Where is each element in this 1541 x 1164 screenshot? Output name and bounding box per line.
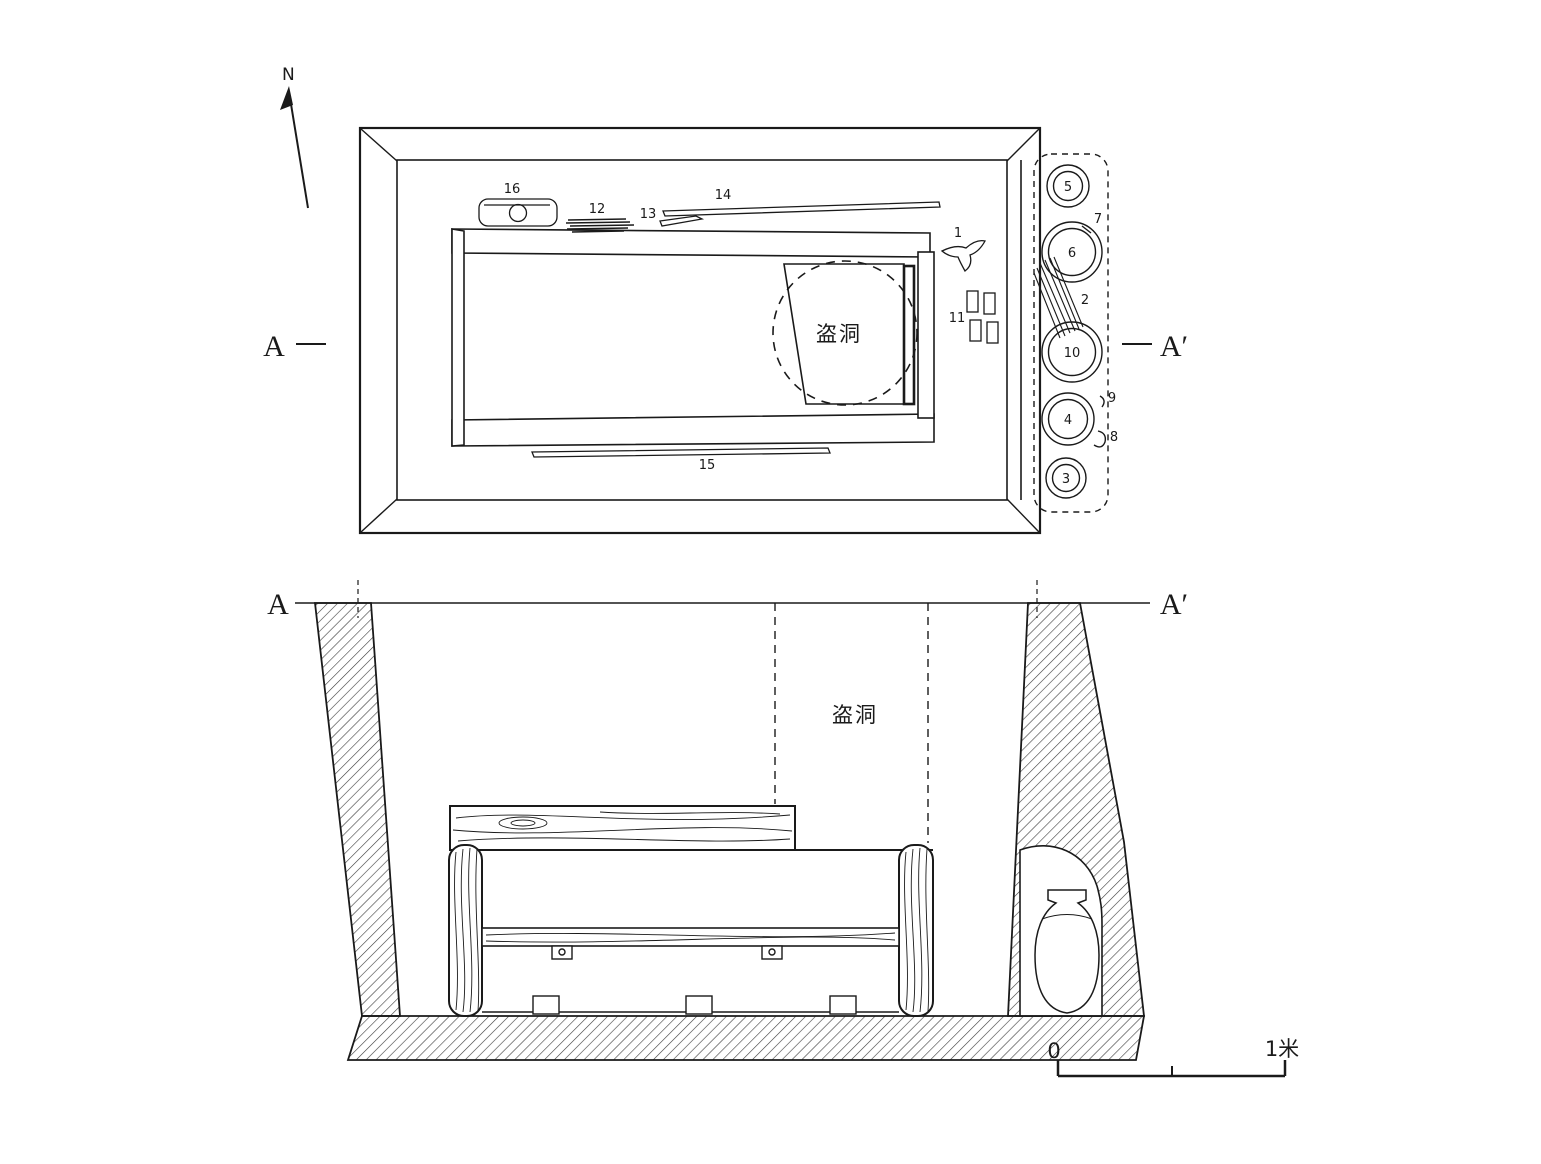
section-robber-hole: 盗洞 bbox=[774, 603, 929, 843]
plan-view: 盗洞 16 12 13 14 bbox=[263, 126, 1188, 535]
scale-zero-label: 0 bbox=[1047, 1039, 1060, 1063]
artifact-12-slips bbox=[565, 218, 635, 233]
vessel-circle-5: 5 bbox=[1046, 164, 1090, 208]
artifact-15-rod bbox=[531, 447, 831, 458]
floor-board-cleats bbox=[551, 945, 783, 960]
vessel-circle-3: 3 bbox=[1045, 457, 1087, 499]
section-label-right: A′ bbox=[1160, 588, 1188, 621]
plan-section-label-right: A′ bbox=[1160, 330, 1188, 363]
plan-section-label-left: A bbox=[263, 330, 285, 363]
north-arrow: N bbox=[280, 65, 309, 209]
vessel-circle-10: 10 bbox=[1041, 321, 1103, 383]
artifact-label-13: 13 bbox=[640, 207, 657, 222]
plan-coffin-east-plank bbox=[917, 251, 935, 419]
vessel-circle-6: 6 bbox=[1041, 221, 1103, 283]
section-wall-left bbox=[313, 602, 401, 1017]
pottery-vessel bbox=[1034, 889, 1100, 1014]
artifact-label-12: 12 bbox=[589, 202, 606, 217]
floor-board-grain bbox=[485, 932, 896, 943]
plan-artifacts: 16 12 13 14 1 bbox=[478, 182, 999, 473]
scale-meter-label: 1米 bbox=[1265, 1037, 1299, 1061]
vessel-circle-4: 4 bbox=[1041, 392, 1095, 446]
section-floor bbox=[346, 1015, 1146, 1061]
artifact-16-box bbox=[478, 198, 558, 227]
plan-coffin-west-plank bbox=[451, 228, 465, 447]
artifact-label-16: 16 bbox=[504, 182, 521, 197]
artifact-1-object bbox=[940, 240, 986, 272]
artifact-13-implement bbox=[659, 215, 705, 227]
svg-text:3: 3 bbox=[1062, 472, 1070, 487]
plan-robber-hole: 盗洞 bbox=[772, 260, 918, 406]
robber-hole-circle bbox=[772, 260, 918, 406]
artifact-label-14: 14 bbox=[715, 188, 732, 203]
svg-text:4: 4 bbox=[1064, 413, 1072, 428]
artifact-label-7: 7 bbox=[1094, 212, 1102, 227]
plan-coffin-south-plank bbox=[451, 413, 935, 447]
plan-section-markers: A A′ bbox=[263, 330, 1188, 363]
artifact-label-2: 2 bbox=[1081, 293, 1089, 308]
artifact-label-1: 1 bbox=[954, 226, 962, 241]
artifact-9-object bbox=[1099, 395, 1105, 408]
artifact-label-15: 15 bbox=[699, 458, 716, 473]
section-view: A A′ bbox=[267, 580, 1188, 1061]
plan-pit-inner-edge bbox=[396, 159, 1008, 501]
north-arrow-head bbox=[280, 86, 293, 110]
section-coffin bbox=[448, 805, 934, 1017]
plan-side-niche: 5 7 6 2 10 9 bbox=[1033, 153, 1118, 513]
svg-text:10: 10 bbox=[1064, 346, 1081, 361]
left-post-grain bbox=[454, 847, 480, 1013]
plan-coffin-north-plank bbox=[451, 228, 931, 258]
coffin-feet bbox=[532, 995, 857, 1015]
plan-inner-coffin-head-board bbox=[902, 264, 916, 406]
coffin-lid-plank bbox=[449, 805, 796, 851]
artifact-8-object bbox=[1093, 430, 1107, 448]
artifact-11-plaques bbox=[966, 290, 999, 344]
section-label-left: A bbox=[267, 588, 289, 621]
artifact-7-object bbox=[1081, 225, 1092, 234]
scale-bar: 0 1米 bbox=[1047, 1037, 1299, 1078]
artifact-14-pole bbox=[662, 201, 941, 217]
coffin-end-post-right bbox=[898, 844, 934, 1017]
section-robber-hole-label: 盗洞 bbox=[832, 703, 878, 727]
north-arrow-shaft bbox=[289, 97, 309, 209]
coffin-floor-board bbox=[481, 927, 900, 947]
north-label: N bbox=[282, 65, 295, 85]
plan-pit-outer-edge bbox=[358, 126, 1042, 535]
right-post-grain bbox=[904, 847, 930, 1013]
artifact-label-9: 9 bbox=[1108, 391, 1116, 406]
plan-coffin bbox=[451, 228, 935, 447]
coffin-end-post-left bbox=[448, 844, 483, 1017]
svg-text:5: 5 bbox=[1064, 180, 1072, 195]
plan-corner-bevels bbox=[360, 128, 1040, 533]
svg-text:6: 6 bbox=[1068, 246, 1076, 261]
plan-robber-hole-label: 盗洞 bbox=[816, 322, 862, 346]
artifact-label-8: 8 bbox=[1110, 430, 1118, 445]
lid-wood-grain bbox=[452, 811, 793, 842]
artifact-label-11: 11 bbox=[949, 311, 966, 326]
